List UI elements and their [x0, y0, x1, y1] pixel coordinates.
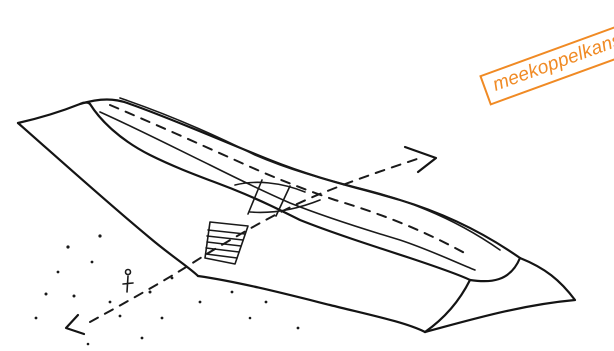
- road-centerline: [110, 105, 470, 256]
- dike-base-front-edge: [198, 276, 425, 332]
- arrow-right-icon: [405, 147, 436, 172]
- dike-left-end: [18, 103, 90, 124]
- dike-base-right-edge: [425, 258, 575, 332]
- dike-right-slope: [425, 280, 470, 332]
- dike-right-end: [470, 258, 520, 281]
- dike-crest-front: [90, 104, 470, 280]
- road-back-edge: [120, 98, 500, 250]
- arrow-left-icon: [66, 315, 84, 334]
- crossing-widening-top: [235, 182, 305, 192]
- person-icon: [123, 270, 133, 293]
